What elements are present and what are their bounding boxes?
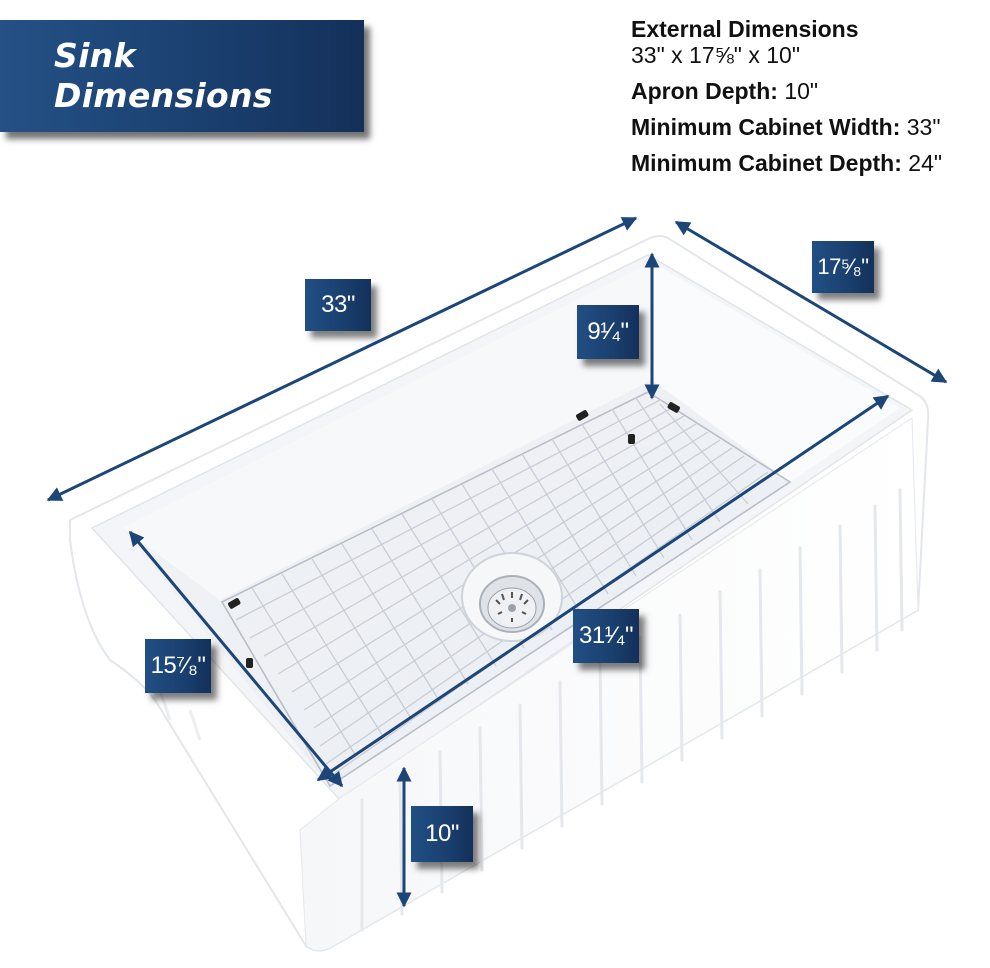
title-line-2: Dimensions xyxy=(54,76,273,115)
width-badge: 17⁵⁄₈" xyxy=(812,241,874,293)
spec-external-label: External Dimensions xyxy=(631,16,859,42)
width-arrow xyxy=(674,220,948,384)
bowl-length-arrow xyxy=(316,394,890,782)
bowl-width-arrow xyxy=(128,530,344,788)
length-badge: 33" xyxy=(305,279,371,331)
drain-strainer xyxy=(461,552,563,642)
title-banner xyxy=(0,20,364,132)
title-line-1: Sink xyxy=(54,36,136,75)
spec-apron-depth: Apron Depth: 10" xyxy=(631,78,819,104)
bowl-depth-badge: 9¹⁄₄" xyxy=(577,305,639,359)
bowl-width-badge: 15⁷⁄₈" xyxy=(145,639,211,693)
bowl-length-badge: 31¹⁄₄" xyxy=(573,609,639,663)
apron-height-badge: 10" xyxy=(411,806,473,862)
spec-min-cabinet-width: Minimum Cabinet Width: 33" xyxy=(631,114,941,140)
page-title: Sink Dimensions xyxy=(54,36,273,116)
spec-list: External Dimensions 33" x 17⅝" x 10" Apr… xyxy=(631,16,942,176)
spec-external-value: 33" x 17⅝" x 10" xyxy=(631,42,800,68)
spec-min-cabinet-depth: Minimum Cabinet Depth: 24" xyxy=(631,150,943,176)
length-arrow xyxy=(46,216,638,502)
